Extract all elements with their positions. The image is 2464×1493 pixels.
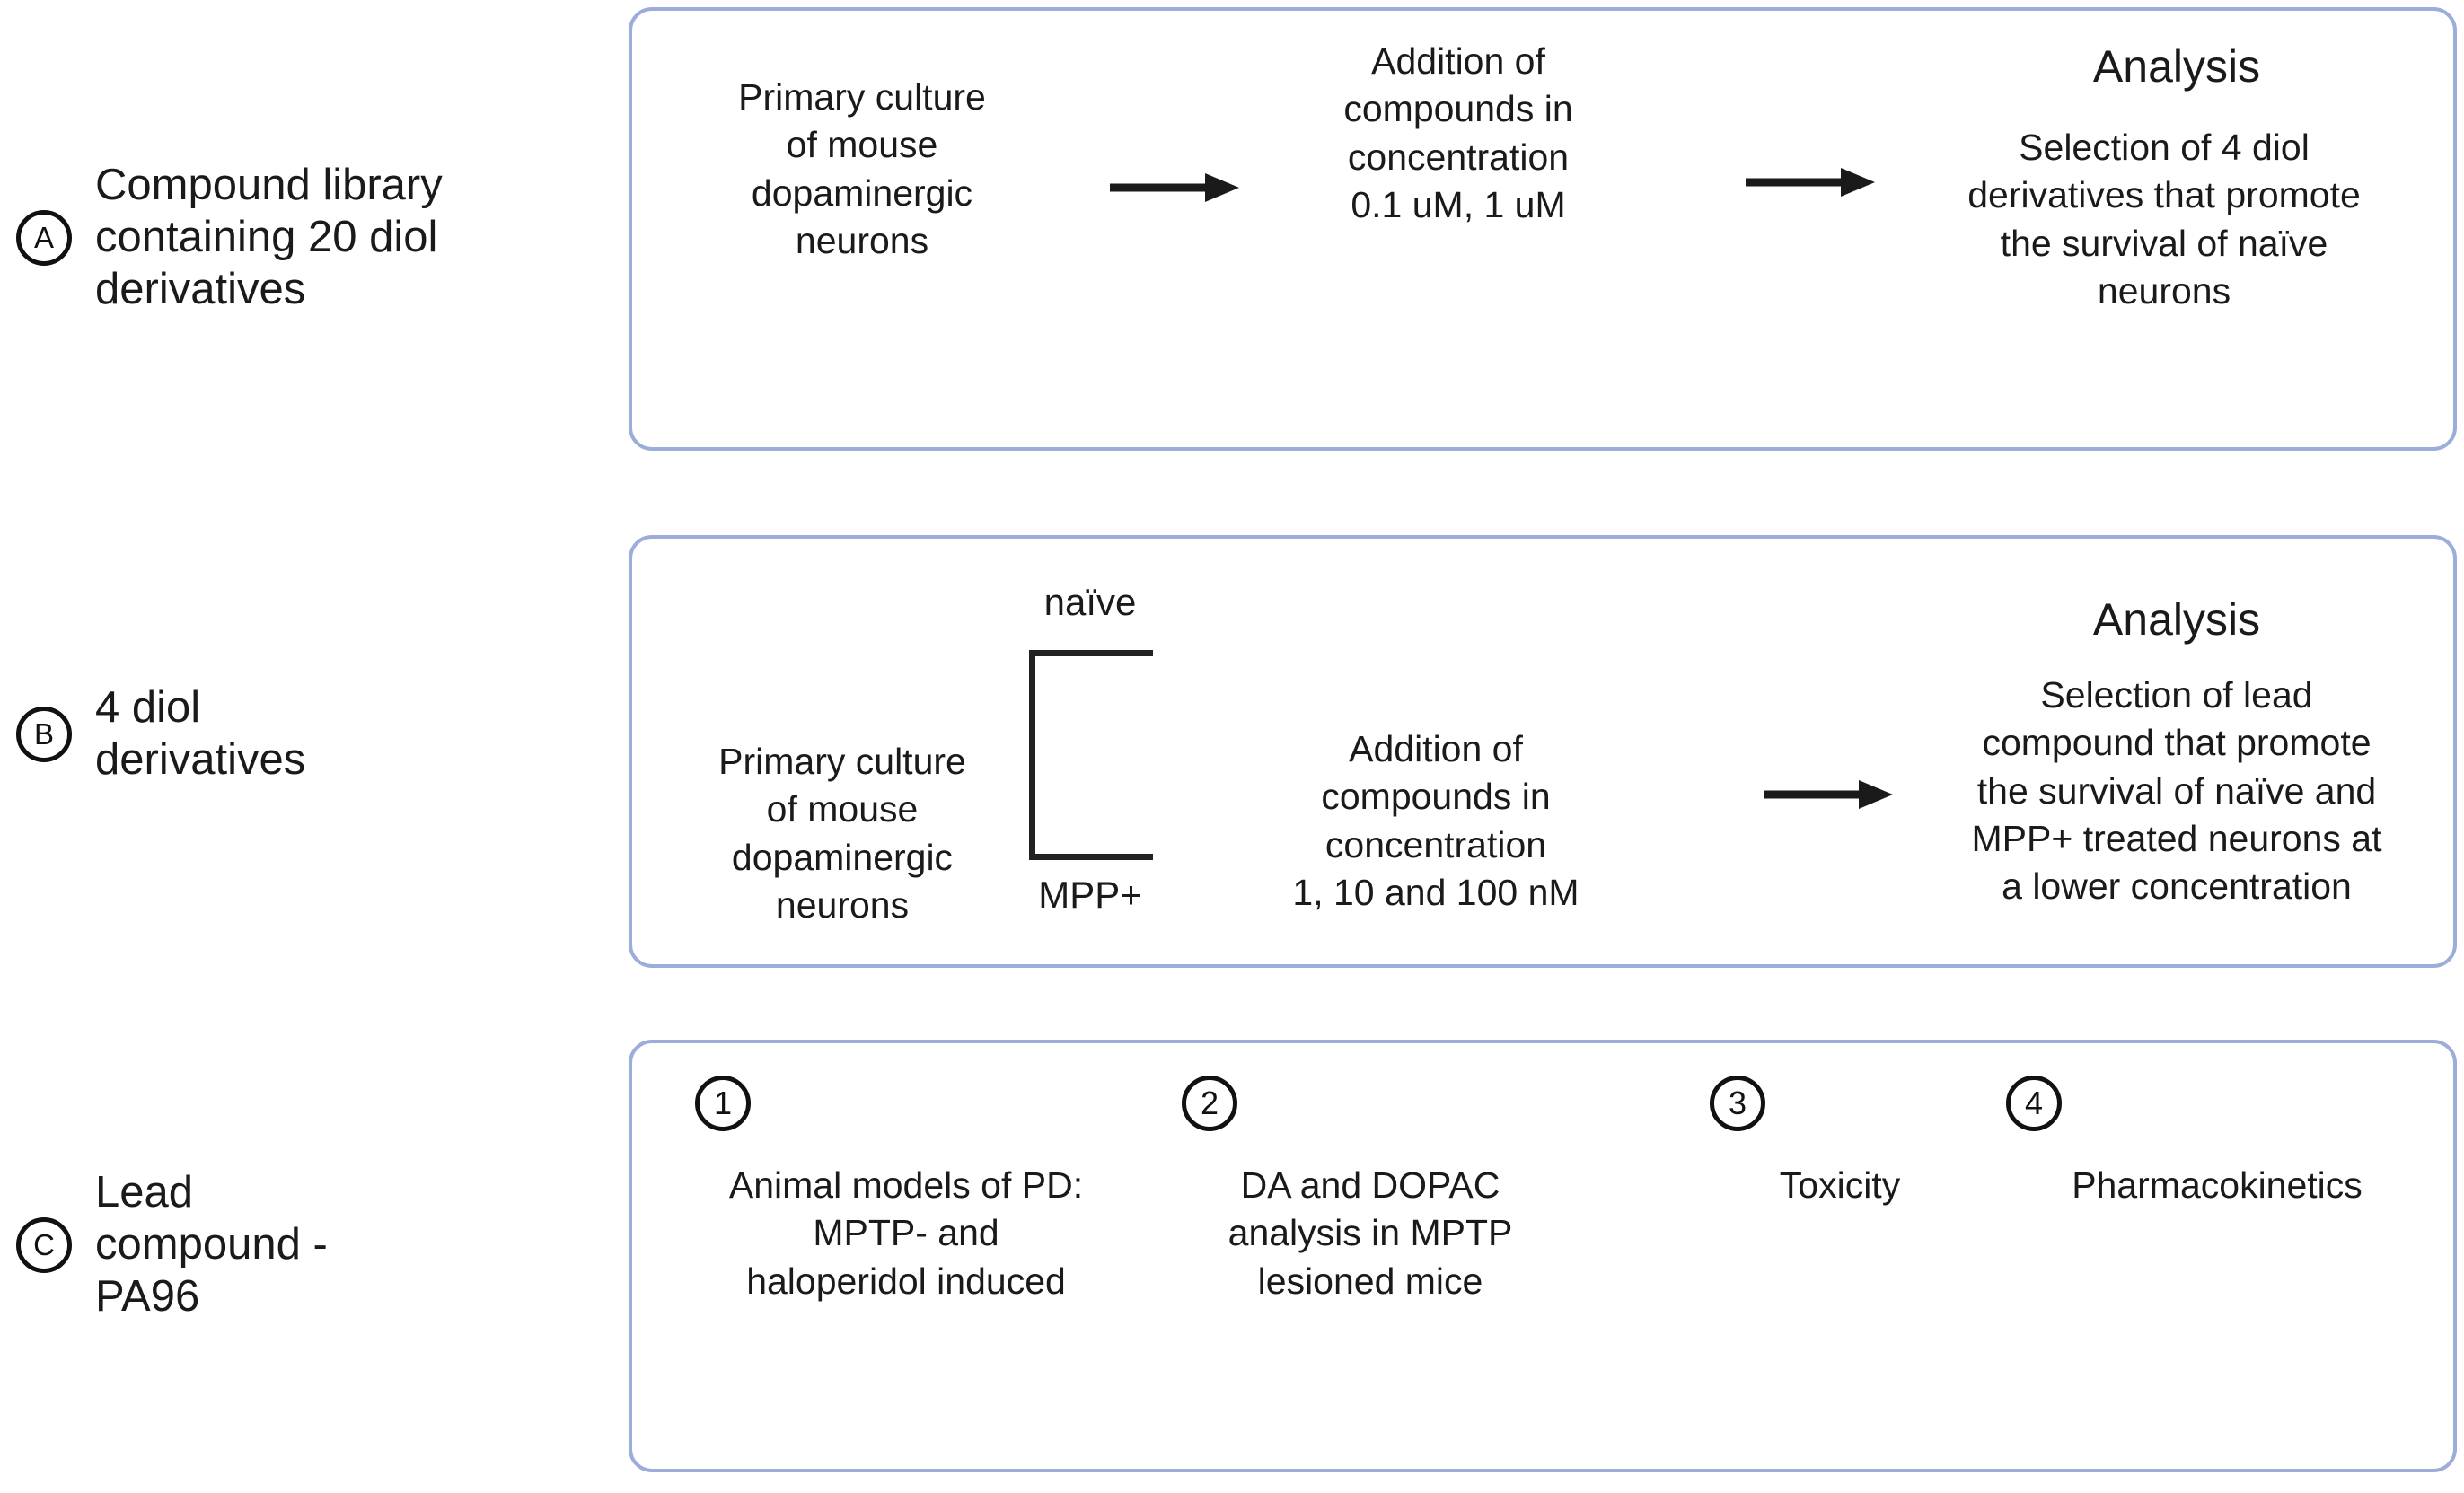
step-label-4: Pharmacokinetics bbox=[2072, 1164, 2363, 1206]
step-number-3: 3 bbox=[1710, 1076, 1765, 1131]
analysis-body-b: Selection of lead compound that promote … bbox=[1971, 674, 2382, 908]
step-label-2: DA and DOPAC analysis in MPTP lesioned m… bbox=[1228, 1164, 1513, 1302]
analysis-body-a: Selection of 4 diol derivatives that pro… bbox=[1967, 127, 2361, 312]
arrow-a-2 bbox=[1744, 165, 1879, 199]
numbered-step-4: 4 Pharmacokinetics bbox=[2006, 1076, 2428, 1209]
analysis-heading-b: Analysis bbox=[2092, 594, 2261, 645]
panel-c: 1 Animal models of PD: MPTP- and haloper… bbox=[629, 1040, 2457, 1472]
panel-label-a: Compound library containing 20 diol deri… bbox=[95, 161, 443, 313]
row-label-c: C Lead compound - PA96 bbox=[16, 1167, 591, 1322]
step-number-1: 1 bbox=[695, 1076, 751, 1131]
arrow-a-1 bbox=[1108, 171, 1243, 205]
step-a-addition-compounds: Addition of compounds in concentration 0… bbox=[1343, 40, 1573, 225]
step-number-4: 4 bbox=[2006, 1076, 2062, 1131]
step-label-3: Toxicity bbox=[1779, 1164, 1901, 1206]
numbered-step-3: 3 Toxicity bbox=[1710, 1076, 1970, 1209]
numbered-step-1: 1 Animal models of PD: MPTP- and haloper… bbox=[695, 1076, 1117, 1305]
condition-bracket bbox=[1029, 650, 1153, 860]
bracket-label-mpp: MPP+ bbox=[1038, 874, 1142, 916]
step-b-addition-compounds: Addition of compounds in concentration 1… bbox=[1292, 728, 1580, 913]
step-b-primary-culture: Primary culture of mouse dopaminergic ne… bbox=[718, 741, 966, 926]
panel-badge-a: A bbox=[16, 209, 72, 266]
panel-b: Primary culture of mouse dopaminergic ne… bbox=[629, 535, 2457, 968]
step-label-1: Animal models of PD: MPTP- and haloperid… bbox=[728, 1164, 1084, 1302]
panel-badge-c: C bbox=[16, 1216, 72, 1273]
row-label-b: B 4 diol derivatives bbox=[16, 682, 591, 786]
step-number-2: 2 bbox=[1182, 1076, 1237, 1131]
panel-label-c: Lead compound - PA96 bbox=[95, 1168, 328, 1321]
numbered-step-2: 2 DA and DOPAC analysis in MPTP lesioned… bbox=[1182, 1076, 1559, 1305]
step-a-primary-culture: Primary culture of mouse dopaminergic ne… bbox=[738, 76, 986, 261]
panel-badge-b: B bbox=[16, 706, 72, 762]
arrow-b-1 bbox=[1762, 777, 1896, 812]
bracket-label-naive: naïve bbox=[1043, 581, 1137, 623]
panel-a: Primary culture of mouse dopaminergic ne… bbox=[629, 7, 2457, 451]
row-label-a: A Compound library containing 20 diol de… bbox=[16, 160, 591, 315]
panel-label-b: 4 diol derivatives bbox=[95, 683, 306, 784]
analysis-heading-a: Analysis bbox=[2092, 41, 2261, 92]
